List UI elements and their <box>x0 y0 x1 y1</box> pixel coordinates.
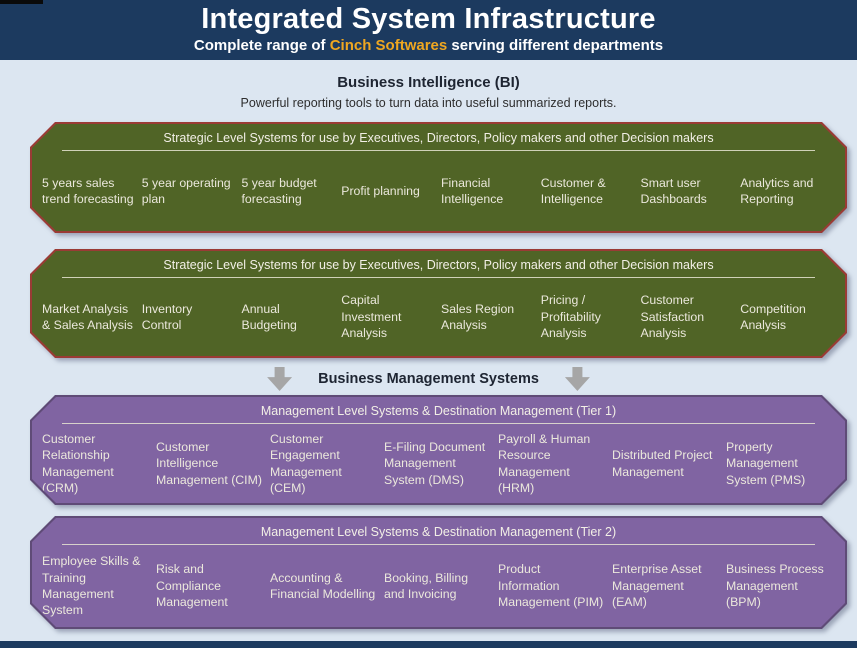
panel-body: Strategic Level Systems for use by Execu… <box>32 124 845 231</box>
system-item: Customer Satisfaction Analysis <box>640 293 705 341</box>
system-item: Enterprise Asset Management (EAM) <box>612 562 702 610</box>
system-item: Customer Engagement Management (CEM) <box>270 431 342 495</box>
system-item: 5 year budget forecasting <box>241 175 317 206</box>
panel-items: Market Analysis & Sales Analysis Invento… <box>32 278 845 356</box>
footer-bar <box>0 641 857 648</box>
system-item: Smart user Dashboards <box>640 175 707 206</box>
divider-line <box>62 277 815 278</box>
system-item: Property Management System (PMS) <box>726 439 806 487</box>
system-item: Competition Analysis <box>740 301 806 332</box>
system-item: Annual Budgeting <box>241 301 297 332</box>
panel-tier-1: Management Level Systems & Destination M… <box>30 395 847 505</box>
system-item: Pricing / Profitability Analysis <box>540 293 601 341</box>
panel-body: Management Level Systems & Destination M… <box>32 397 845 503</box>
divider-line <box>62 423 815 424</box>
panel-items: Customer Relationship Management (CRM) C… <box>32 424 845 503</box>
panel-strategic-2: Strategic Level Systems for use by Execu… <box>30 249 847 358</box>
panel-body: Management Level Systems & Destination M… <box>32 518 845 627</box>
brand-name: Cinch Softwares <box>329 37 448 54</box>
panel-header: Strategic Level Systems for use by Execu… <box>163 131 714 145</box>
system-item: Profit planning <box>341 183 420 198</box>
system-item: Booking, Billing and Invoicing <box>384 570 469 601</box>
screen-edge-artifact <box>0 0 43 4</box>
system-item: Inventory Control <box>141 301 193 332</box>
system-item: Financial Intelligence <box>441 175 504 206</box>
system-item: 5 years sales trend forecasting <box>42 175 134 206</box>
page-subtitle: Complete range of Cinch Softwares servin… <box>0 37 857 54</box>
system-item: Product Information Management (PIM) <box>498 562 604 610</box>
subtitle-suffix: serving different departments <box>447 37 664 54</box>
system-item: Analytics and Reporting <box>740 175 814 206</box>
bms-heading-row: Business Management Systems <box>0 366 857 392</box>
divider-line <box>62 150 815 151</box>
bi-section-description: Powerful reporting tools to turn data in… <box>240 96 617 110</box>
panel-items: 5 years sales trend forecasting 5 year o… <box>32 151 845 231</box>
header-banner: Integrated System Infrastructure Complet… <box>0 0 857 60</box>
system-item: Customer Relationship Management (CRM) <box>42 431 114 495</box>
system-item: Payroll & Human Resource Management (HRM… <box>498 431 591 495</box>
bms-heading: Business Management Systems <box>318 371 539 387</box>
panel-body: Strategic Level Systems for use by Execu… <box>32 251 845 356</box>
panel-tier-2: Management Level Systems & Destination M… <box>30 516 847 629</box>
system-item: E-Filing Document Management System (DMS… <box>384 439 486 487</box>
panel-header: Management Level Systems & Destination M… <box>260 525 617 539</box>
down-arrow-icon <box>564 367 590 391</box>
subtitle-prefix: Complete range of <box>193 37 330 54</box>
panel-strategic-1: Strategic Level Systems for use by Execu… <box>30 122 847 233</box>
panel-header: Management Level Systems & Destination M… <box>260 404 617 418</box>
bi-section-title: Business Intelligence (BI) <box>337 74 520 91</box>
system-item: Risk and Compliance Management <box>156 562 228 610</box>
system-item: 5 year operating plan <box>141 175 231 206</box>
panel-items: Employee Skills & Training Management Sy… <box>32 545 845 627</box>
system-item: Business Process Management (BPM) <box>726 562 824 610</box>
system-item: Employee Skills & Training Management Sy… <box>42 554 141 618</box>
page-title: Integrated System Infrastructure <box>201 3 656 35</box>
panel-header: Strategic Level Systems for use by Execu… <box>163 258 714 272</box>
system-item: Distributed Project Management <box>612 448 713 479</box>
system-item: Sales Region Analysis <box>441 301 515 332</box>
down-arrow-icon <box>267 367 293 391</box>
system-item: Capital Investment Analysis <box>341 293 402 341</box>
system-item: Market Analysis & Sales Analysis <box>42 301 133 332</box>
system-item: Customer Intelligence Management (CIM) <box>156 439 262 487</box>
system-item: Customer & Intelligence <box>540 175 606 206</box>
divider-line <box>62 544 815 545</box>
system-item: Accounting & Financial Modelling <box>270 570 376 601</box>
